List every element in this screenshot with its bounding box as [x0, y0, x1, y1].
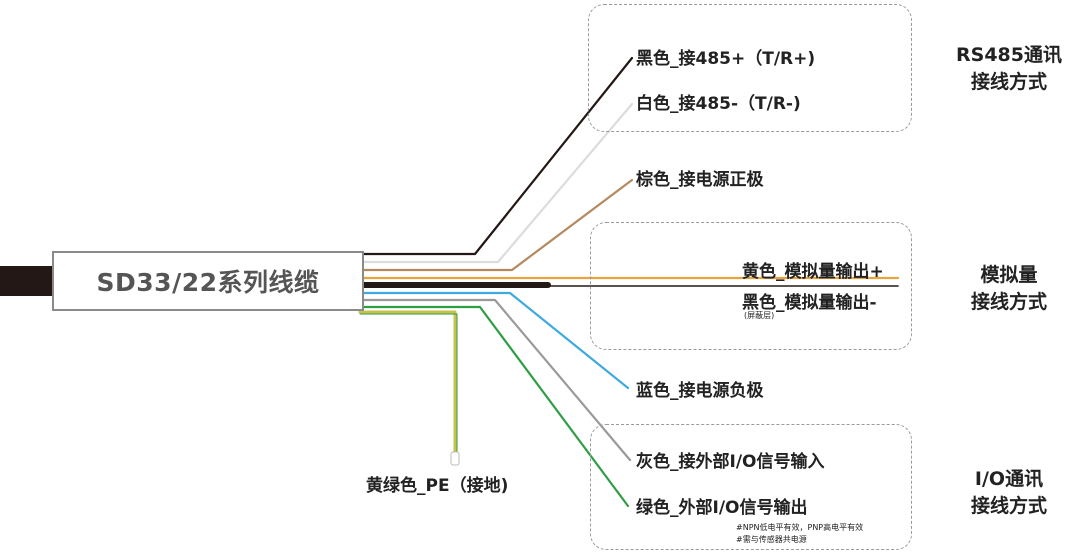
ground-terminal: [450, 451, 460, 466]
cable-title: SD33/22系列线缆: [96, 268, 320, 297]
group-rs485: RS485通讯 接线方式: [944, 42, 1074, 96]
group-io: I/O通讯 接线方式: [944, 466, 1074, 520]
label-black-analog: 黑色_模拟量输出-: [742, 293, 877, 313]
label-white-485: 白色_接485-（T/R-): [636, 94, 801, 114]
label-brown: 棕色_接电源正极: [636, 170, 764, 190]
rs485-group-box: [588, 4, 912, 132]
analog-group-box: [590, 222, 912, 350]
group-io-line2: 接线方式: [970, 495, 1047, 517]
group-analog-line1: 模拟量: [980, 264, 1038, 286]
wire-yellow-green: [358, 310, 457, 454]
group-analog: 模拟量 接线方式: [944, 262, 1074, 316]
wire-brown: [358, 178, 634, 272]
label-black-485: 黑色_接485+（T/R+): [636, 49, 816, 69]
wire-yellow-green-stripe: [359, 313, 458, 453]
group-rs485-line2: 接线方式: [970, 71, 1047, 93]
cable-sheath: [0, 266, 53, 296]
wire-green: [358, 305, 630, 508]
wire-black-485: [358, 56, 634, 256]
label-yellow-green: 黄绿色_PE（接地): [366, 476, 509, 496]
group-analog-line2: 接线方式: [970, 291, 1047, 313]
label-gray: 灰色_接外部I/O信号输入: [636, 452, 825, 472]
io-note-1: #NPN低电平有效，PNP高电平有效: [736, 523, 864, 532]
group-io-line1: I/O通讯: [974, 468, 1044, 490]
label-green: 绿色_外部I/O信号输出: [636, 498, 808, 518]
group-rs485-line1: RS485通讯: [956, 44, 1062, 66]
shield-note: (屏蔽层): [744, 311, 775, 320]
label-yellow: 黄色_模拟量输出+: [742, 262, 884, 282]
io-group-box: [590, 424, 912, 550]
wire-blue: [358, 291, 630, 390]
cable-box: SD33/22系列线缆: [52, 251, 364, 311]
io-note-2: #需与传感器共电源: [736, 535, 807, 544]
label-blue: 蓝色_接电源负极: [636, 381, 764, 401]
wire-white-485: [358, 102, 634, 264]
wire-gray: [358, 298, 632, 462]
